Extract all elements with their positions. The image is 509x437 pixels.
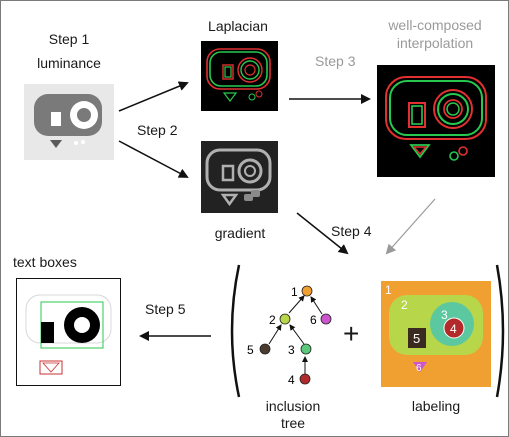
interpolation-image <box>377 65 495 177</box>
tree-node-4 <box>299 373 311 385</box>
arrow-interp-to-tree <box>385 198 436 255</box>
tree-node-2-label: 2 <box>269 313 276 327</box>
interpolation-label: interpolation <box>396 35 474 51</box>
step2-label: Step 2 <box>137 122 178 138</box>
region-label-2: 2 <box>401 298 408 312</box>
tree-node-6 <box>320 313 332 325</box>
left-parenthesis <box>223 261 245 401</box>
gradient-image <box>201 141 278 213</box>
tree-node-1 <box>301 285 313 297</box>
laplacian-label: Laplacian <box>208 18 268 34</box>
region-label-1: 1 <box>385 283 392 297</box>
step1-label: Step 1 <box>48 31 90 47</box>
tree-node-5 <box>259 343 271 355</box>
step3-label: Step 3 <box>315 53 356 69</box>
region-label-5: 5 <box>413 331 420 346</box>
text-boxes-image <box>16 278 121 386</box>
luminance-image <box>24 84 114 160</box>
tree-node-1-label: 1 <box>291 285 298 299</box>
tree-node-3-label: 3 <box>288 343 295 357</box>
region-label-6: 6 <box>416 363 422 374</box>
labeling-label: labeling <box>411 398 461 414</box>
step4-label: Step 4 <box>331 223 372 239</box>
text-boxes-label: text boxes <box>13 254 77 270</box>
well-composed-label: well-composed <box>388 17 482 33</box>
tree-node-5-label: 5 <box>247 343 254 357</box>
arrow-step1-to-laplacian <box>118 81 189 112</box>
right-parenthesis <box>495 261 508 401</box>
tree-node-6-label: 6 <box>310 313 317 327</box>
arrow-gradient-to-tree <box>296 212 349 255</box>
tree-label: tree <box>280 415 306 431</box>
arrow-step1-to-gradient <box>118 140 189 178</box>
tree-node-2 <box>279 313 291 325</box>
step5-label: Step 5 <box>145 301 186 317</box>
laplacian-image <box>201 41 278 111</box>
inclusion-label: inclusion <box>265 398 321 414</box>
luminance-label: luminance <box>37 55 101 71</box>
tree-node-4-label: 4 <box>288 373 295 387</box>
labeling-image: 1 2 3 4 5 6 <box>381 281 491 387</box>
region-label-3: 3 <box>441 308 448 322</box>
plus-sign: + <box>343 318 360 349</box>
region-label-4: 4 <box>450 322 457 336</box>
tree-node-3 <box>300 343 312 355</box>
inclusion-tree: 1 2 6 5 3 4 <box>243 277 339 393</box>
gradient-label: gradient <box>214 225 266 241</box>
